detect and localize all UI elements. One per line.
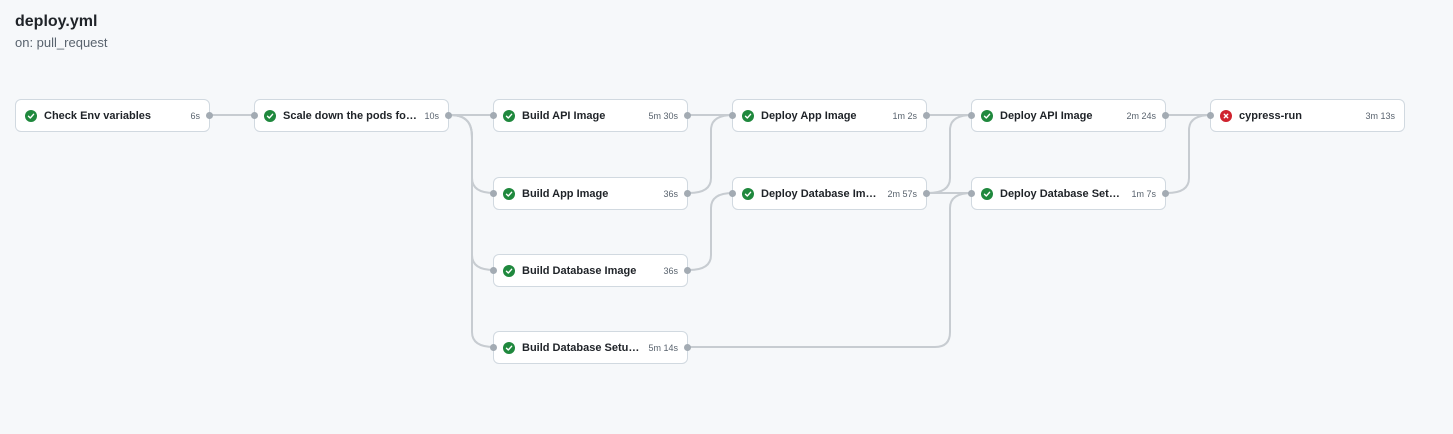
success-check-icon [264,109,276,122]
job-duration: 2m 24s [1126,110,1156,121]
job-name: Build Database Image [522,264,637,277]
input-connector [729,190,736,197]
workflow-title: deploy.yml [15,13,98,30]
input-connector [968,190,975,197]
success-check-icon [503,341,515,354]
output-connector [1162,190,1169,197]
job-deploy-api-image[interactable]: Deploy API Image 2m 24s [968,99,1169,132]
output-connector [684,190,691,197]
job-name: Build App Image [522,187,609,200]
success-check-icon [25,109,37,122]
job-duration: 1m 7s [1131,188,1156,199]
input-connector [490,112,497,119]
job-name: Scale down the pods for t... [283,109,419,122]
job-name: Check Env variables [44,109,152,122]
edge-deploy-database-setup-to-cypress-run [1166,114,1212,194]
edge-deploy-database-to-deploy-api [927,114,973,194]
edge-build-app-to-deploy-app [688,114,734,194]
job-duration: 5m 14s [648,342,678,353]
output-connector [1162,112,1169,119]
input-connector [251,112,258,119]
output-connector [445,112,452,119]
edge-scale-down-to-build-app [449,114,495,194]
job-name: Deploy App Image [761,109,857,122]
input-connector [490,267,497,274]
job-build-api-image[interactable]: Build API Image 5m 30s [490,99,691,132]
success-check-icon [742,187,754,200]
output-connector [923,190,930,197]
output-connector [923,112,930,119]
job-name: Deploy Database Image [761,187,882,200]
job-deploy-database-setup[interactable]: Deploy Database Setup ... 1m 7s [968,177,1169,210]
output-connector [684,112,691,119]
edge-build-database-to-deploy-database [688,192,734,271]
edge-scale-down-to-build-database-setup [449,114,495,348]
workflow-header: deploy.yml on: pull_request [15,12,108,51]
success-check-icon [742,109,754,122]
workflow-trigger: on: pull_request [15,35,108,50]
edge-build-database-setup-to-deploy-database-setup [689,192,973,348]
input-connector [490,190,497,197]
job-duration: 5m 30s [648,110,678,121]
job-duration: 36s [663,188,678,199]
job-name: Build Database Setup I... [522,341,643,354]
job-duration: 36s [663,265,678,276]
success-check-icon [503,187,515,200]
output-connector [684,344,691,351]
job-duration: 6s [190,110,200,121]
failure-x-icon [1220,109,1232,122]
job-name: Build API Image [522,109,606,122]
job-name: cypress-run [1239,109,1302,122]
job-duration: 1m 2s [892,110,917,121]
input-connector [729,112,736,119]
success-check-icon [503,109,515,122]
job-duration: 10s [424,110,439,121]
output-connector [684,267,691,274]
input-connector [490,344,497,351]
job-scale-down-pods[interactable]: Scale down the pods for t... 10s [251,99,452,132]
success-check-icon [503,264,515,277]
job-deploy-app-image[interactable]: Deploy App Image 1m 2s [729,99,930,132]
job-deploy-database-image[interactable]: Deploy Database Image 2m 57s [729,177,930,210]
edge-scale-down-to-build-database [449,114,495,271]
job-name: Deploy Database Setup ... [1000,187,1126,200]
job-check-env-variables[interactable]: Check Env variables 6s [15,99,213,132]
job-duration: 3m 13s [1365,110,1395,121]
job-duration: 2m 57s [887,188,917,199]
job-build-app-image[interactable]: Build App Image 36s [490,177,691,210]
job-build-database-setup-image[interactable]: Build Database Setup I... 5m 14s [490,331,691,364]
job-cypress-run[interactable]: cypress-run 3m 13s [1207,99,1405,132]
output-connector [206,112,213,119]
job-name: Deploy API Image [1000,109,1093,122]
success-check-icon [981,109,993,122]
input-connector [968,112,975,119]
success-check-icon [981,187,993,200]
job-build-database-image[interactable]: Build Database Image 36s [490,254,691,287]
input-connector [1207,112,1214,119]
